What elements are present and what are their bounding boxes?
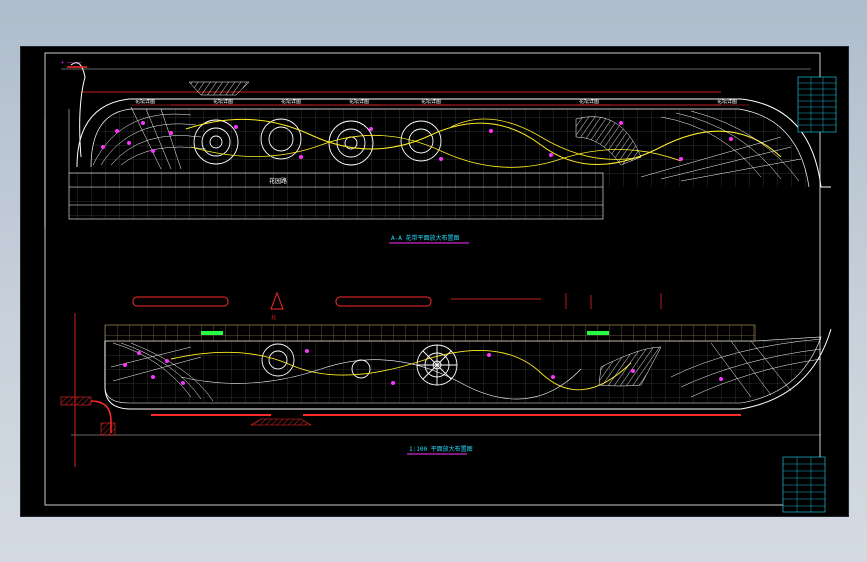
callout-2: 花坛详图: [213, 98, 233, 105]
bottom-plan: 北: [60, 291, 832, 467]
legend-table-top: [797, 76, 837, 133]
road-label: 花园路: [269, 177, 287, 185]
callout-6: 花坛详图: [579, 98, 599, 105]
cad-viewport[interactable]: + ── ──: [20, 46, 849, 517]
callout-7: 花坛详图: [717, 98, 737, 105]
cad-drawing: + ── ──: [44, 52, 837, 513]
top-plan-title: A-A 花带平面放大布置图: [391, 234, 459, 242]
callout-4: 花坛详图: [349, 98, 369, 105]
callout-5: 花坛详图: [421, 98, 441, 105]
svg-text:+ ── ──: + ── ──: [61, 60, 83, 66]
callout-1: 花坛详图: [135, 98, 155, 105]
sheet-frame: [44, 52, 821, 506]
callout-3: 花坛详图: [281, 98, 301, 105]
north-label: 北: [271, 314, 276, 321]
top-plan: + ── ──: [44, 60, 831, 244]
bottom-plan-title: 1:100 平面放大布置图: [409, 445, 473, 453]
north-arrow-icon: [270, 291, 284, 310]
legend-table-bottom: [782, 456, 826, 513]
